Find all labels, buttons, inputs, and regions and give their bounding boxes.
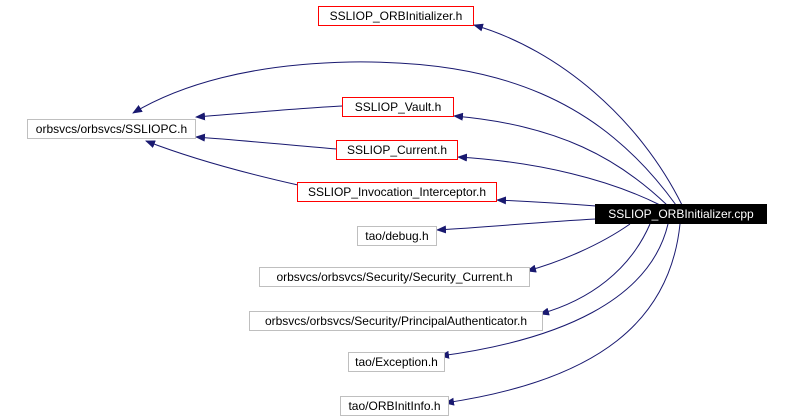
edge-ssliop-vault-h-to-ssliopc-h — [195, 105, 344, 121]
edge-root-to-ssliop-current-h — [457, 153, 661, 206]
edge-root-to-principal-authenticator-h — [539, 223, 651, 316]
node-ssliop-current-h[interactable]: SSLIOP_Current.h — [336, 140, 458, 160]
node-ssliopc-h[interactable]: orbsvcs/orbsvcs/SSLIOPC.h — [27, 119, 196, 139]
edge-root-to-ssliop-invocation-interceptor-h — [496, 196, 597, 207]
edge-root-to-ssliop-orbinitializer-h — [473, 23, 683, 206]
node-tao-debug-h[interactable]: tao/debug.h — [357, 226, 437, 246]
edge-root-to-ssliopc-h — [132, 61, 677, 206]
node-tao-exception-h[interactable]: tao/Exception.h — [348, 352, 445, 372]
edge-root-to-security-current-h — [526, 223, 631, 273]
node-ssliop-invocation-interceptor-h[interactable]: SSLIOP_Invocation_Interceptor.h — [297, 182, 497, 202]
edge-ssliop-invocation-interceptor-h-to-ssliopc-h — [145, 140, 299, 186]
node-security-current-h[interactable]: orbsvcs/orbsvcs/Security/Security_Curren… — [259, 267, 530, 287]
node-tao-orbinitinfo-h[interactable]: tao/ORBInitInfo.h — [340, 396, 449, 416]
node-ssliop-vault-h[interactable]: SSLIOP_Vault.h — [342, 97, 454, 117]
node-principal-authenticator-h[interactable]: orbsvcs/orbsvcs/Security/PrincipalAuthen… — [249, 311, 543, 331]
edge-root-to-tao-orbinitinfo-h — [444, 223, 681, 406]
edge-ssliop-current-h-to-ssliopc-h — [195, 133, 338, 150]
edge-root-to-tao-debug-h — [436, 218, 597, 234]
edge-root-to-ssliop-vault-h — [453, 112, 668, 206]
edge-root-to-tao-exception-h — [439, 223, 669, 359]
node-ssliop-orbinitializer-cpp[interactable]: SSLIOP_ORBInitializer.cpp — [595, 204, 767, 224]
node-ssliop-orbinitializer-h[interactable]: SSLIOP_ORBInitializer.h — [318, 6, 474, 26]
